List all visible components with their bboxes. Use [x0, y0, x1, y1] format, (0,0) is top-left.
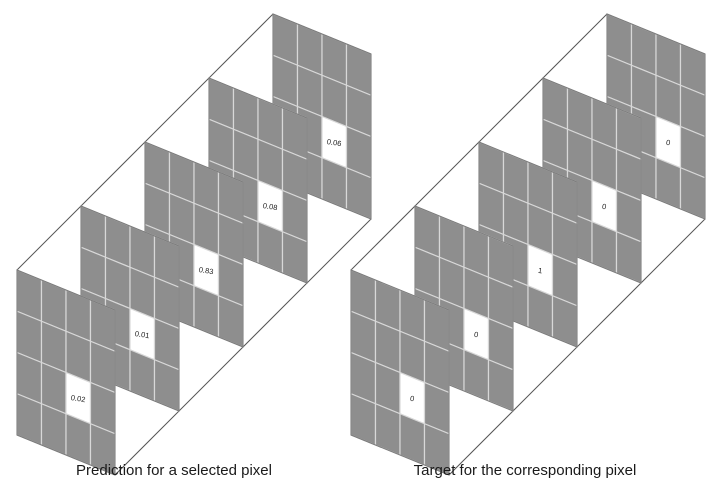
target-panel-3-value: 1 [537, 266, 543, 276]
caption-prediction: Prediction for a selected pixel [76, 462, 272, 479]
prediction-panel-1-value: 0.02 [70, 393, 86, 404]
prediction-panel-2-value: 0.01 [134, 329, 150, 340]
target-panel-5-value: 0 [665, 138, 671, 148]
prediction-panel-4-value: 0.08 [262, 201, 278, 212]
target-panel-4-value: 0 [601, 202, 607, 212]
caption-target: Target for the corresponding pixel [413, 462, 637, 479]
target-panel-1-value: 0 [409, 394, 415, 404]
target-panel-1-border [350, 269, 450, 476]
prediction-panel-3-value: 0.83 [198, 265, 214, 276]
prediction-panel-1-border [16, 269, 116, 476]
prediction-panel-5-value: 0.06 [326, 137, 342, 148]
target-panel-2-value: 0 [473, 330, 479, 340]
